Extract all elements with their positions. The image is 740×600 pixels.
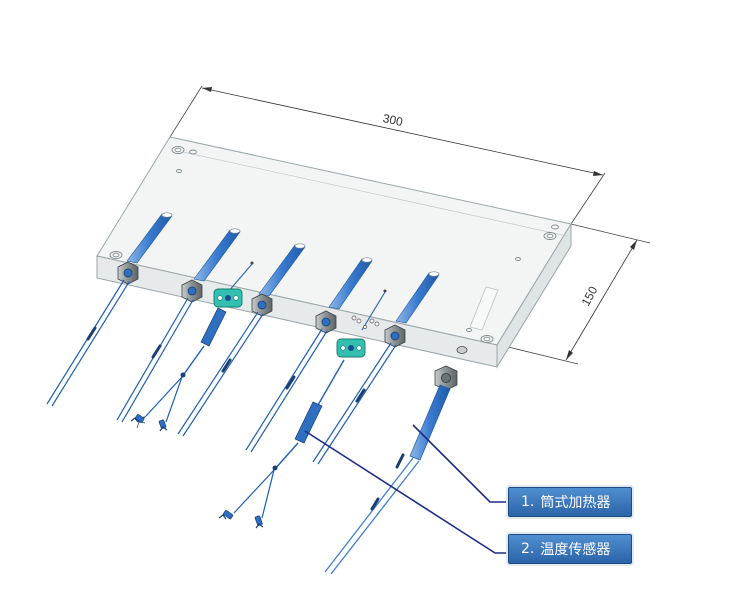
dimension-300: 300 <box>169 85 606 225</box>
callout-temperature-sensor: 2. 温度传感器 <box>508 534 632 564</box>
hex-fitting <box>251 293 273 317</box>
cartridge-heater-loose <box>324 384 451 575</box>
leader-line-heater <box>412 424 508 503</box>
dimension-length-label: 300 <box>382 111 405 129</box>
heater-cable-sleeves <box>86 326 366 403</box>
mounting-holes <box>109 146 559 343</box>
heater-cables <box>46 279 397 465</box>
leader-line-sensor <box>304 430 508 554</box>
hex-fitting-loose <box>434 365 458 391</box>
dimension-width-label: 150 <box>579 284 601 309</box>
hex-fitting <box>315 310 337 334</box>
fork-terminal <box>223 510 263 526</box>
temperature-sensor-1 <box>130 307 227 432</box>
heater-rod <box>395 271 440 324</box>
hex-fitting <box>181 279 203 303</box>
fork-terminal <box>134 414 167 429</box>
heater-rod <box>258 243 306 297</box>
callout-label: 温度传感器 <box>540 542 611 558</box>
heater-rod <box>193 228 241 282</box>
hex-fitting <box>117 261 139 285</box>
callout-cartridge-heater: 1. 筒式加热器 <box>508 487 632 517</box>
sensor-blocks <box>213 288 366 358</box>
callout-number: 1. <box>521 494 535 510</box>
sensor-clamp-block <box>336 338 366 358</box>
empty-bore <box>469 286 499 331</box>
hex-fitting <box>384 324 406 348</box>
plug-screw <box>456 346 468 354</box>
sensor-clamp-block <box>213 288 243 308</box>
compression-fittings <box>117 261 468 391</box>
cartridge-heaters-installed <box>126 212 440 331</box>
sensor-probes <box>227 261 387 331</box>
heater-rod <box>328 257 373 310</box>
callout-label: 筒式加热器 <box>540 495 611 511</box>
callout-number: 2. <box>521 541 535 557</box>
leader-lines <box>304 424 508 554</box>
small-screws <box>351 315 380 329</box>
heater-rod <box>126 212 173 264</box>
temperature-sensor-2 <box>218 359 345 529</box>
